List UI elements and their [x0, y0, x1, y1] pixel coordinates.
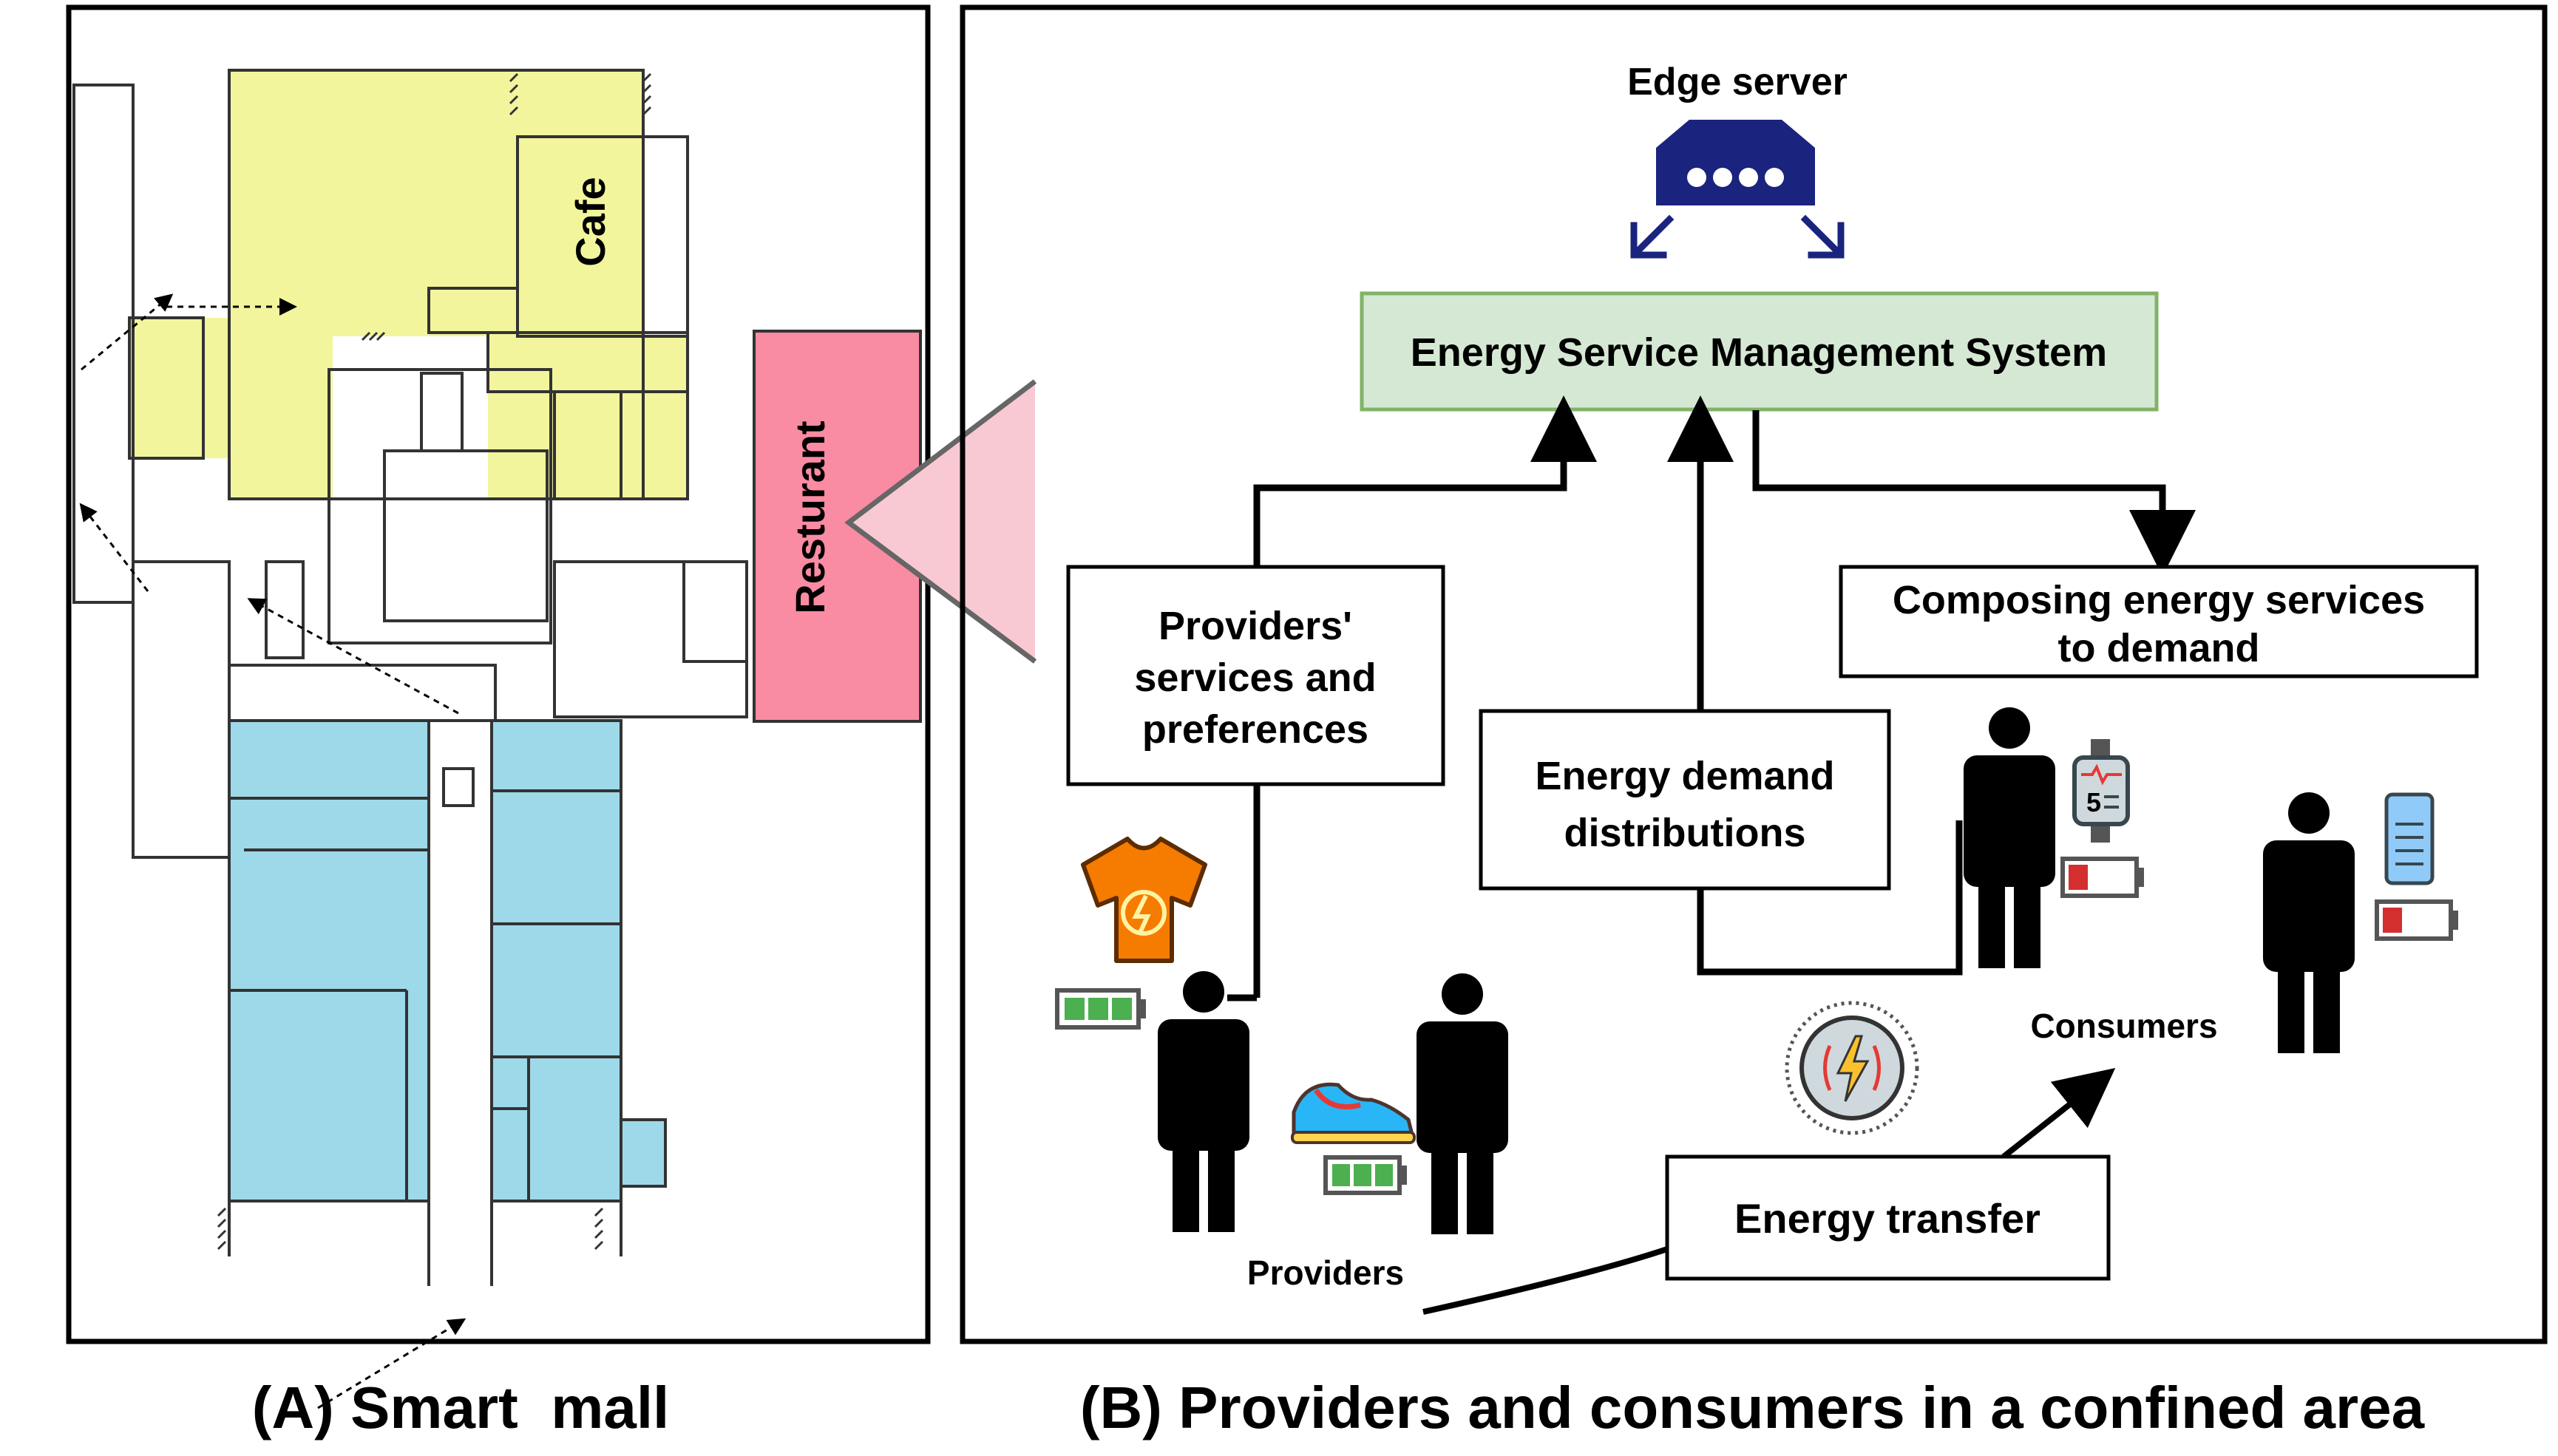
flow-connectors — [1227, 395, 2196, 1315]
smartwatch-icon: 5 — [2072, 739, 2130, 843]
providers-to-esms-arrow — [1253, 395, 1597, 569]
restaurant-label: Resturant — [787, 421, 833, 613]
providers-box-line-3: preferences — [1142, 707, 1368, 752]
smart-shirt-icon — [1081, 837, 1207, 963]
smart-mall-map: Cafe Resturant — [66, 4, 931, 1409]
consumers-label: Consumers — [2030, 1007, 2217, 1045]
watch-time: 5 — [2086, 787, 2101, 817]
esms-box — [1360, 291, 2159, 412]
battery-icon — [2375, 899, 2458, 941]
panel-b-caption: (B) Providers and consumers in a confine… — [1080, 1375, 2425, 1440]
edge-server-label: Edge server — [1627, 61, 1848, 103]
wireless-charging-icon — [1785, 1001, 1919, 1135]
demand-distributions-box: Energy demand distributions — [1479, 709, 1891, 891]
demand-to-esms-arrow — [1667, 395, 1963, 976]
compose-box-line-1: Composing energy services — [1893, 578, 2425, 622]
composing-services-box: Composing energy services to demand — [1839, 565, 2479, 678]
demand-box-line-2: distributions — [1564, 811, 1806, 855]
consumer-person-1 — [1964, 707, 2055, 968]
esms-label: Energy Service Management System — [1411, 330, 2107, 375]
panel-a-frame — [66, 4, 931, 1344]
compose-box-line-2: to demand — [2057, 626, 2259, 670]
shop-area — [229, 721, 665, 1201]
panel-a-caption: (A) Smart mall — [252, 1375, 670, 1440]
demand-box-line-1: Energy demand — [1535, 754, 1834, 798]
providers-box-line-1: Providers' — [1158, 604, 1352, 648]
mall-floorplan — [72, 69, 922, 1409]
energy-transfer-label: Energy transfer — [1734, 1195, 2040, 1242]
smartphone-icon — [2384, 792, 2435, 885]
energy-transfer-arrow — [1422, 1246, 1669, 1315]
consumer-person-2 — [2263, 792, 2355, 1053]
energy-transfer-box: Energy transfer — [1665, 1154, 2111, 1281]
esms-to-compose-arrow — [1752, 410, 2196, 576]
providers-box-line-2: services and — [1134, 656, 1376, 700]
battery-icon — [2060, 857, 2144, 898]
battery-icon — [1323, 1155, 1407, 1195]
battery-icon — [1055, 988, 1146, 1030]
cafe-label: Cafe — [567, 177, 614, 266]
cafe-area — [129, 70, 688, 499]
panel-b-frame — [960, 4, 2548, 1344]
providers-label: Providers — [1247, 1253, 1404, 1292]
edge-server-icon — [1630, 120, 1845, 259]
provider-person-1 — [1158, 971, 1249, 1232]
smart-shoe-icon — [1291, 1082, 1416, 1144]
providers-services-box: Providers' services and preferences — [1066, 565, 1445, 786]
provider-person-2 — [1417, 973, 1508, 1234]
zoom-wedge — [844, 379, 1037, 664]
